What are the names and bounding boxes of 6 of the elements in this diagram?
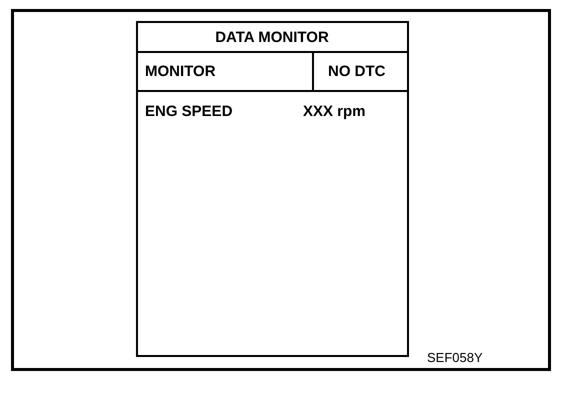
column-heading: NO DTC [328, 63, 386, 81]
parameter-value: XXX rpm [303, 103, 366, 121]
column-heading: MONITOR [145, 63, 216, 81]
parameter-name: ENG SPEED [145, 103, 233, 121]
header-text: DATA MONITOR [215, 29, 329, 47]
figure-code: SEF058Y [427, 349, 483, 367]
